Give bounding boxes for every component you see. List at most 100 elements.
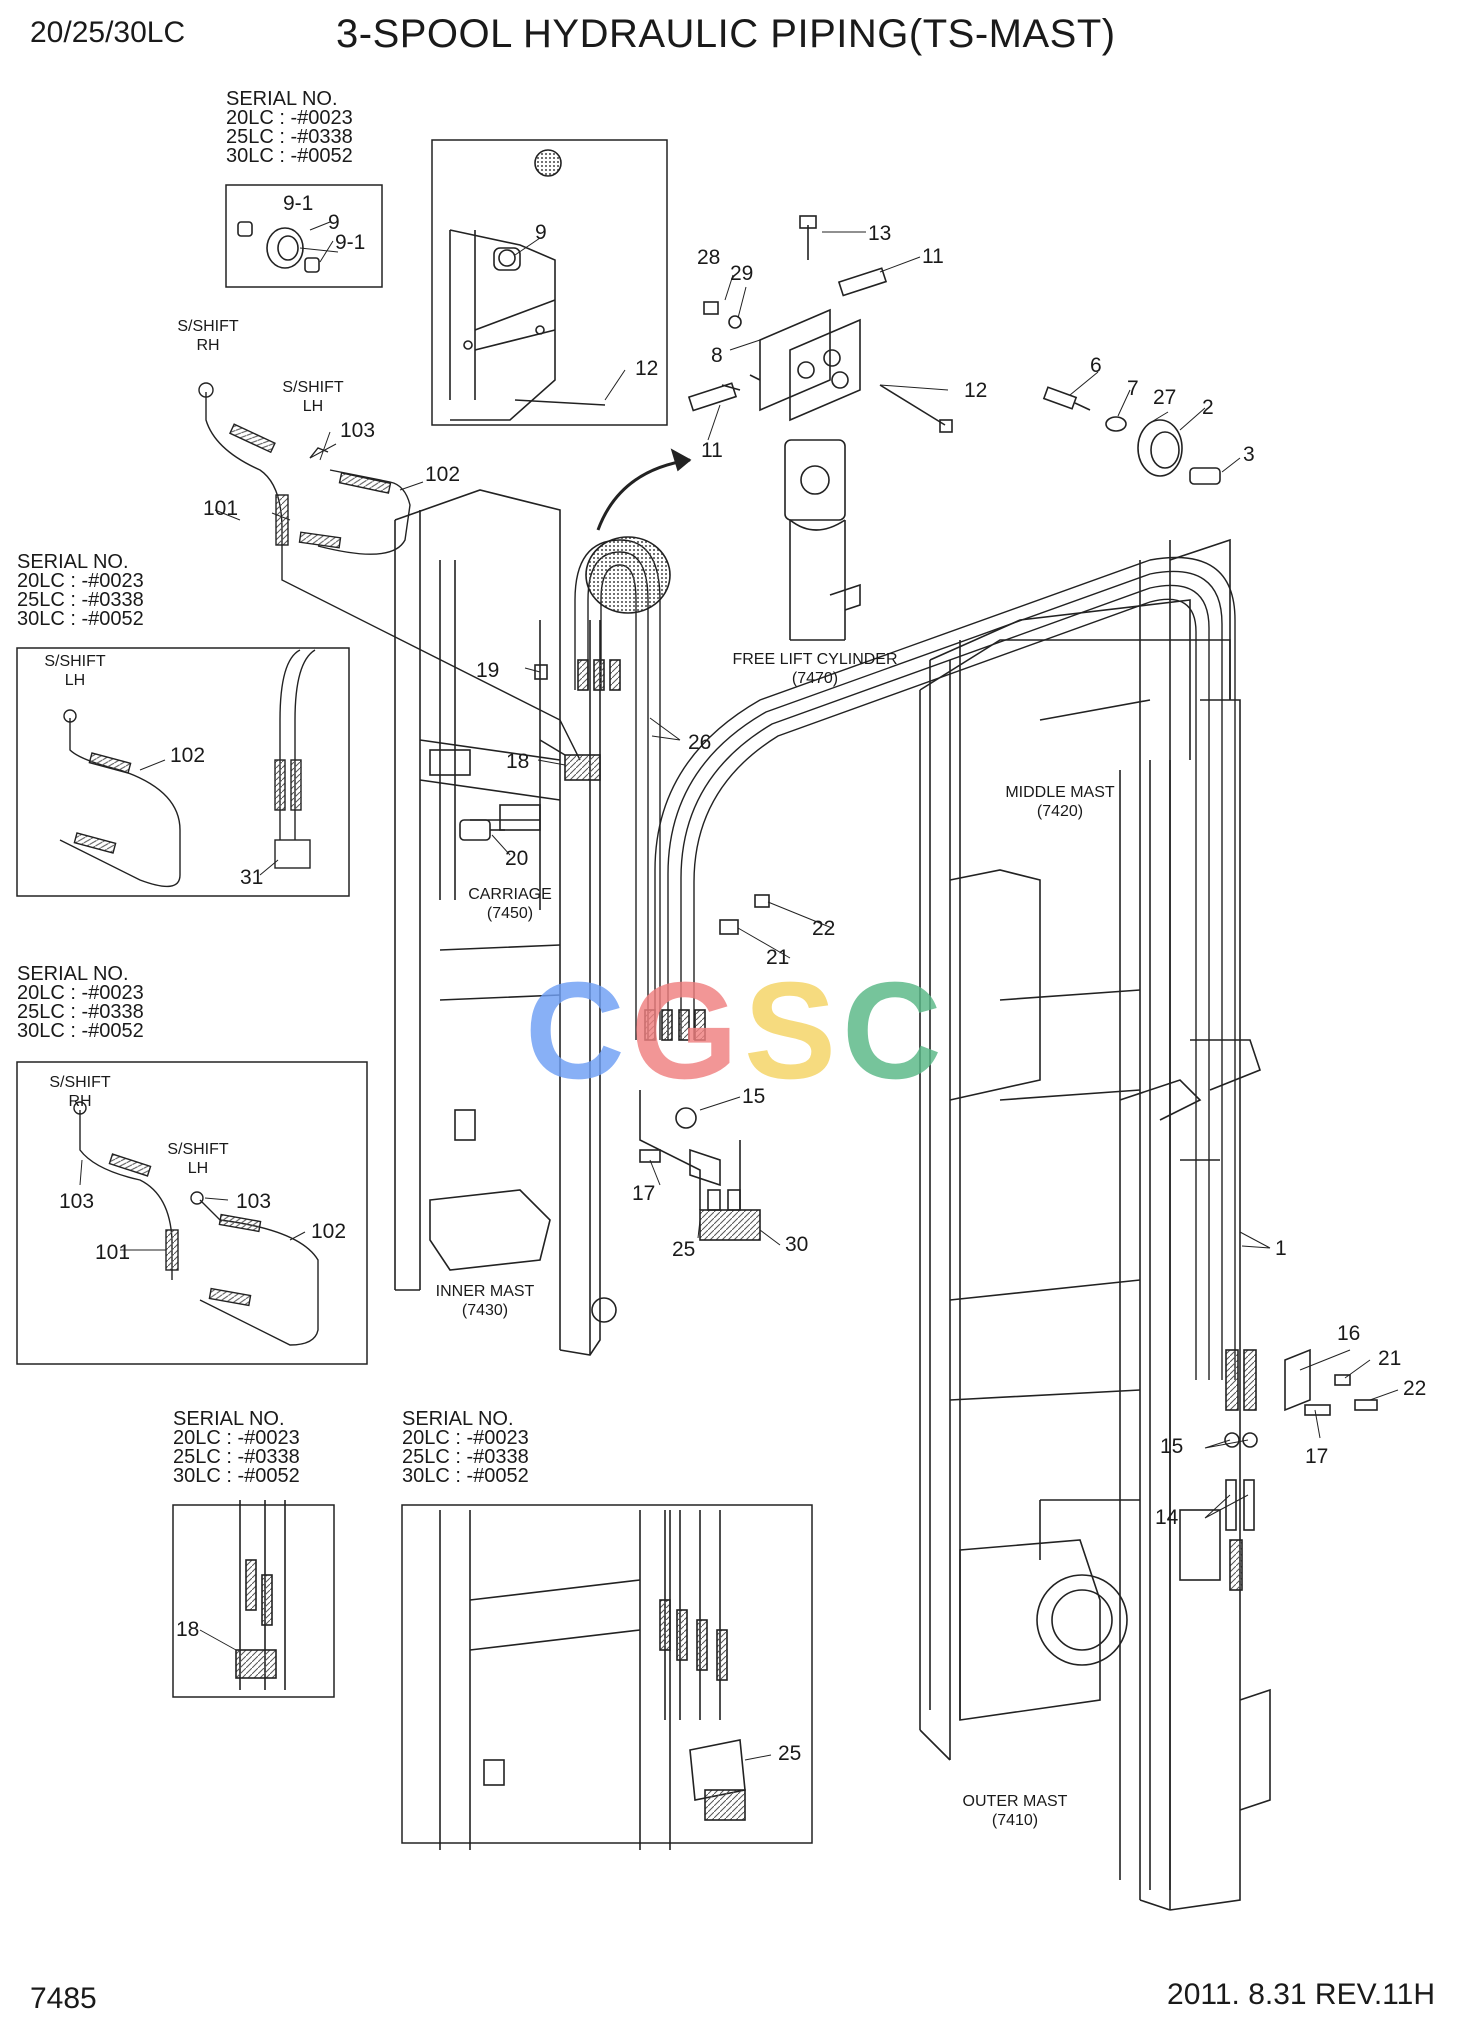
bolt-19	[534, 664, 548, 680]
inset-pin-9	[449, 229, 606, 421]
callout-20: 20	[505, 847, 529, 870]
callout-26: 26	[688, 731, 712, 754]
clip-21-22	[719, 894, 770, 935]
inner-mast	[394, 489, 617, 1356]
page-title: 3-SPOOL HYDRAULIC PIPING(TS-MAST)	[336, 12, 1116, 56]
callout-18-a: 18	[506, 750, 530, 773]
caption-inner-mast: INNER MAST (7430)	[425, 1282, 545, 1320]
watermark-cgsc: CGSC	[525, 962, 948, 1100]
plug-20	[459, 819, 505, 841]
callout-17-a: 17	[632, 1182, 656, 1205]
hose-fittings-carriage	[577, 659, 706, 1041]
caption-middle-mast: MIDDLE MAST (7420)	[990, 783, 1130, 821]
callout-9-1-a: 9-1	[283, 192, 314, 215]
callout-102-c: 102	[311, 1220, 347, 1243]
callout-22-b: 22	[1403, 1377, 1427, 1400]
caption-outer-mast-no: (7410)	[991, 1812, 1039, 1829]
manifold-18	[539, 739, 601, 781]
callout-103-b: 103	[59, 1190, 95, 1213]
callout-28: 28	[697, 246, 721, 269]
plate-assembly-8	[687, 215, 953, 433]
hose-loop-main	[654, 556, 1236, 1380]
caption-outer-mast: OUTER MAST (7410)	[945, 1792, 1085, 1830]
callout-12-a: 12	[635, 357, 659, 380]
caption-middle-mast-no: (7420)	[1036, 803, 1084, 820]
serial-block-bottom-2: SERIAL NO. 20LC : -#0023 25LC : -#0338 3…	[402, 1408, 529, 1487]
sheave-assembly-2	[1042, 386, 1221, 485]
callout-16: 16	[1337, 1322, 1361, 1345]
callout-101-b: 101	[95, 1241, 131, 1264]
callout-9-1-b: 9-1	[335, 231, 366, 254]
label-sshift-rh-main: S/SHIFT RH	[177, 318, 239, 354]
watermark-c1: C	[525, 954, 631, 1108]
free-lift-cylinder	[784, 439, 861, 641]
callout-102-b: 102	[170, 744, 206, 767]
label-sshift-rh-inset: S/SHIFT RH	[49, 1074, 111, 1110]
caption-inner-mast-name: INNER MAST	[435, 1283, 535, 1300]
callout-29: 29	[730, 262, 754, 285]
callout-25-b: 25	[778, 1742, 802, 1765]
caption-free-lift-cylinder: FREE LIFT CYLINDER (7470)	[725, 650, 905, 688]
detail-arrow	[596, 458, 691, 531]
callout-11-b: 11	[701, 439, 723, 462]
callout-9-a: 9	[328, 211, 340, 234]
callout-21-a: 21	[766, 946, 790, 969]
hose-sheave	[585, 536, 671, 614]
caption-outer-mast-name: OUTER MAST	[962, 1793, 1068, 1810]
callout-25-a: 25	[672, 1238, 696, 1261]
watermark-g: G	[630, 954, 745, 1108]
label-sshift-lh-main: S/SHIFT LH	[282, 379, 344, 415]
caption-free-lift-cylinder-name: FREE LIFT CYLINDER	[732, 651, 898, 668]
callout-27: 27	[1153, 386, 1177, 409]
label-sshift-lh-inset-2: S/SHIFT LH	[167, 1141, 229, 1177]
callout-102-a: 102	[425, 463, 461, 486]
model-code: 20/25/30LC	[30, 16, 186, 49]
inset-manifold-18	[235, 1500, 286, 1690]
revision-stamp: 2011. 8.31 REV.11H	[1167, 1978, 1435, 2011]
inset-frames	[16, 139, 813, 1844]
serial-block-bottom-1: SERIAL NO. 20LC : -#0023 25LC : -#0338 3…	[173, 1408, 300, 1487]
caption-carriage: CARRIAGE (7450)	[455, 885, 565, 923]
callout-12-b: 12	[964, 379, 988, 402]
inset-hose-101-102-103	[73, 1101, 319, 1346]
carriage	[419, 560, 561, 910]
callout-3: 3	[1243, 443, 1255, 466]
callout-18-b: 18	[176, 1618, 200, 1641]
watermark-c2: C	[842, 954, 948, 1108]
caption-inner-mast-no: (7430)	[461, 1302, 509, 1319]
callout-17-b: 17	[1305, 1445, 1329, 1468]
callout-103-c: 103	[236, 1190, 272, 1213]
callout-14: 14	[1155, 1506, 1179, 1529]
fittings-outer-mast	[1179, 1348, 1378, 1591]
callout-6: 6	[1090, 354, 1102, 377]
callout-15-b: 15	[1160, 1435, 1184, 1458]
callout-8: 8	[711, 344, 723, 367]
callout-15-a: 15	[742, 1085, 766, 1108]
caption-carriage-no: (7450)	[486, 905, 534, 922]
watermark-s: S	[744, 954, 843, 1108]
callout-2: 2	[1202, 396, 1214, 419]
serial-block-mid-2: SERIAL NO. 20LC : -#0023 25LC : -#0338 3…	[17, 963, 144, 1042]
callout-101-a: 101	[203, 497, 239, 520]
callout-22-a: 22	[812, 917, 836, 940]
callout-19: 19	[476, 659, 500, 682]
inset-hose-102-lh	[59, 649, 316, 888]
detail-arrow-head	[670, 448, 692, 472]
callout-103-a: 103	[340, 419, 376, 442]
serial-block-mid-1: SERIAL NO. 20LC : -#0023 25LC : -#0338 3…	[17, 551, 144, 630]
callout-13: 13	[868, 222, 892, 245]
inset-marker-dot	[534, 149, 562, 177]
inset-bracket-25	[439, 1510, 746, 1850]
bracket-25-30	[639, 1090, 761, 1241]
caption-free-lift-cylinder-no: (7470)	[791, 670, 839, 687]
callout-7: 7	[1127, 377, 1139, 400]
callout-31: 31	[240, 866, 264, 889]
serial-block-top: SERIAL NO. 20LC : -#0023 25LC : -#0338 3…	[226, 88, 353, 167]
hose-101-102	[198, 382, 581, 761]
page-number: 7485	[30, 1982, 97, 2015]
caption-carriage-name: CARRIAGE	[468, 886, 552, 903]
outer-mast	[919, 538, 1271, 1911]
callout-9-b: 9	[535, 221, 547, 244]
caption-middle-mast-name: MIDDLE MAST	[1005, 784, 1115, 801]
